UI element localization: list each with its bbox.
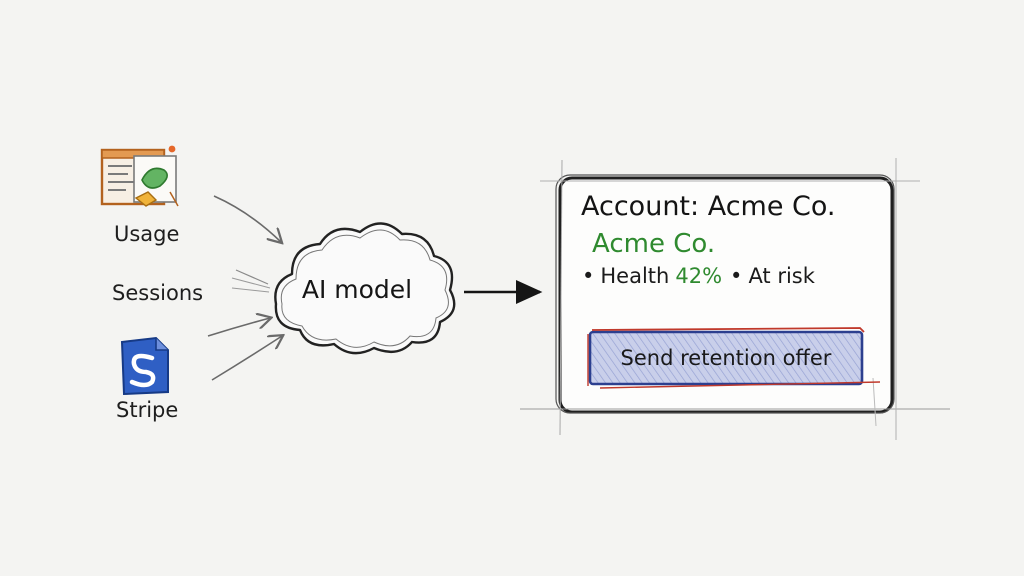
bullet: •	[582, 264, 595, 288]
stripe-logo-icon	[120, 336, 169, 396]
send-retention-offer-button[interactable]: Send retention offer	[591, 333, 861, 383]
retention-button-background	[587, 327, 881, 389]
health-value: 42%	[675, 264, 723, 288]
account-title: Account: Acme Co.	[581, 191, 836, 222]
usage-label: Usage	[114, 222, 180, 246]
bullet: •	[730, 264, 743, 288]
sessions-label: Sessions	[112, 281, 204, 305]
risk-status: At risk	[748, 264, 815, 288]
health-label: Health	[600, 264, 670, 288]
stripe-label: Stripe	[116, 398, 179, 422]
ai-model-label: AI model	[301, 275, 413, 304]
account-name: Acme Co.	[592, 229, 716, 259]
cloud-icon	[274, 222, 456, 355]
usage-dashboard-icon	[100, 145, 179, 207]
send-retention-offer-label: Send retention offer	[620, 346, 832, 370]
